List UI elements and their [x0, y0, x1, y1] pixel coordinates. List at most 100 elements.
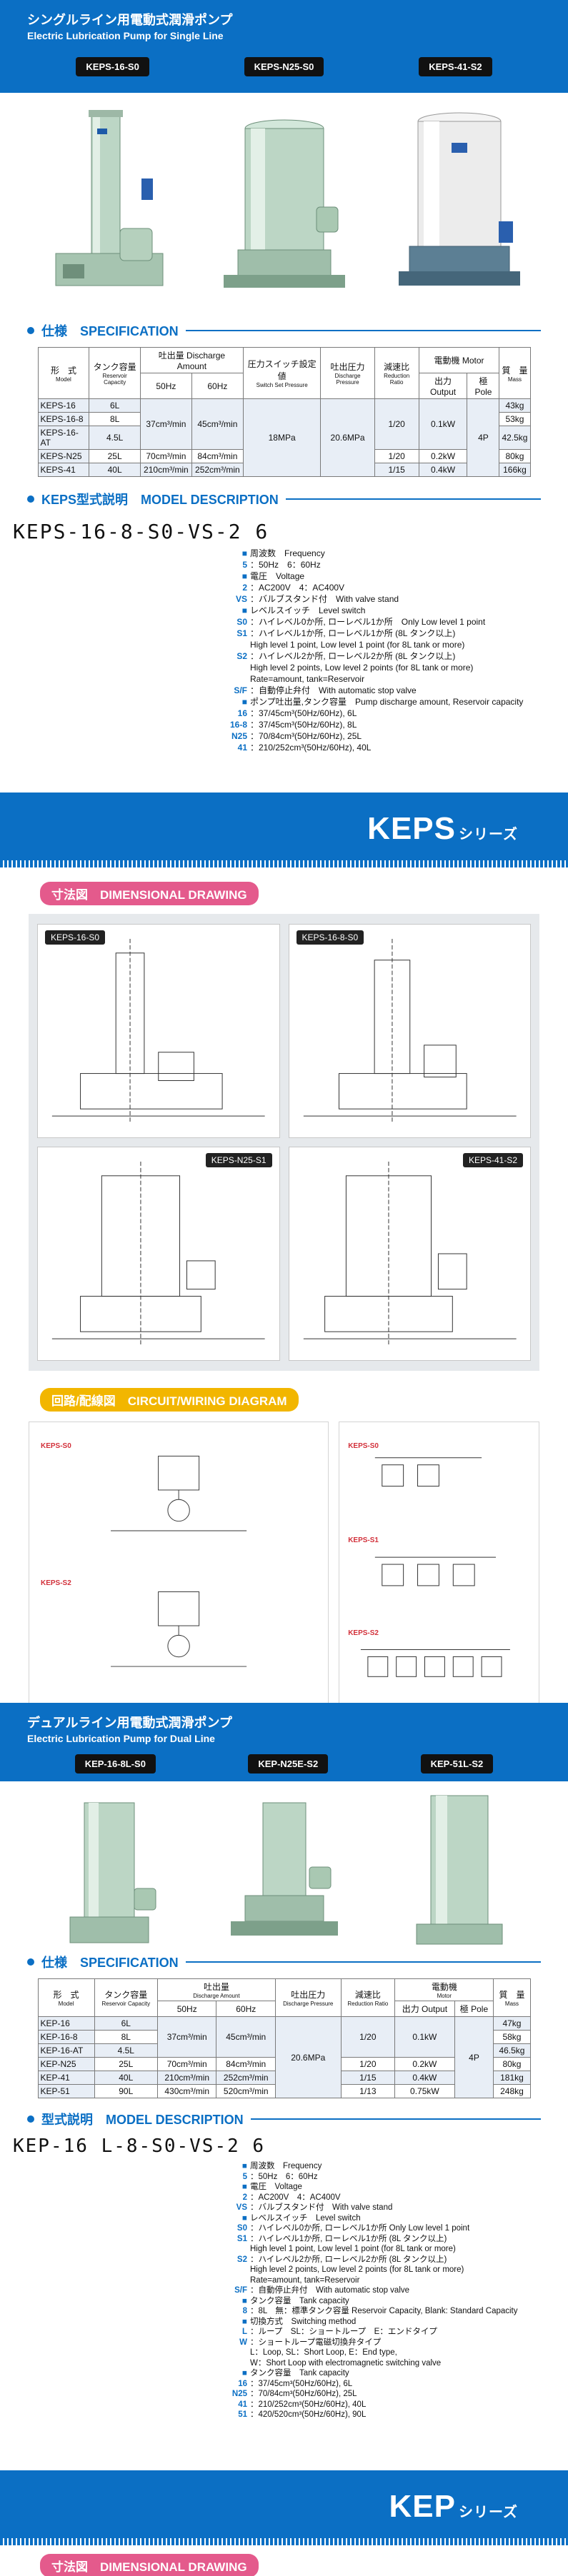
desc-text: ：8L 無：標準タンク容量 Reservoir Capacity, Blank:… — [250, 2307, 518, 2315]
desc-text: 電圧 Voltage — [250, 571, 305, 581]
table-row: KEPS-41 40L 210cm³/min 252cm³/min 1/15 0… — [37, 463, 531, 477]
desc-line: ■電圧 Voltage — [229, 570, 568, 582]
desc-text: ：ループ SL：ショートループ E：エンドタイプ — [250, 2328, 437, 2336]
single-model-tabs: KEPS-16-S0 KEPS-N25-S0 KEPS-41-S2 — [0, 57, 568, 76]
model-desc-section-title: 型式説明 MODEL DESCRIPTION — [27, 2110, 541, 2128]
pump-photo — [69, 1802, 156, 1943]
desc-text: 切換方式 Switching method — [250, 2317, 357, 2326]
desc-line: S/F：自動停止弁付 With automatic stop valve — [229, 2285, 568, 2296]
desc-key: ■ — [241, 548, 247, 558]
desc-key: VS — [236, 2203, 247, 2212]
desc-text: High level 1 point, Low level 1 point (f… — [250, 2245, 456, 2253]
circuit-box: KEPS-S0 KEPS-S2 — [29, 1422, 329, 1721]
desc-key: S/F — [234, 2286, 247, 2295]
desc-text: ：ハイレベル1か所, ローレベル1か所 (8L タンク以上) — [250, 628, 456, 638]
single-title-jp: シングルライン用電動式潤滑ポンプ — [27, 13, 233, 27]
desc-line: S0：ハイレベル0か所, ローレベル1か所 Only Low level 1 p… — [229, 2223, 568, 2234]
desc-key: S0 — [236, 617, 247, 627]
desc-text: 周波数 Frequency — [250, 548, 325, 558]
desc-text: Rate=amount, tank=Reservoir — [250, 674, 365, 684]
desc-text: ：ハイレベル0か所, ローレベル1か所 Only Low level 1 poi… — [250, 2224, 470, 2233]
circuit-label: KEPS-S0 — [348, 1442, 379, 1450]
table-row: KEPS-16 6L 37cm³/min 45cm³/min 18MPa 20.… — [37, 398, 531, 477]
desc-key: S2 — [236, 2255, 247, 2264]
th-motor: 電動機 Motor — [418, 347, 500, 373]
desc-text: ：自動停止弁付 With automatic stop valve — [250, 2286, 410, 2295]
title-bullet — [27, 495, 34, 503]
model-desc-section-title: KEPS型式説明 MODEL DESCRIPTION — [27, 490, 541, 508]
desc-text: ：AC200V 4：AC400V — [250, 2193, 341, 2202]
desc-text: レベルスイッチ Level switch — [250, 605, 366, 615]
desc-line: 5：50Hz 6：60Hz — [229, 2172, 568, 2183]
desc-key: 5 — [242, 2172, 247, 2181]
table-row: KEP-16 6L 37cm³/min 45cm³/min 20.6MPa 1/… — [37, 2016, 531, 2098]
technical-drawing — [303, 938, 517, 1124]
desc-text: ：50Hz 6：60Hz — [250, 560, 321, 570]
stripe-divider — [0, 2538, 568, 2545]
dim-title: 寸法図 DIMENSIONAL DRAWING — [40, 882, 259, 905]
circuit-title: 回路/配線図 CIRCUIT/WIRING DIAGRAM — [40, 1388, 299, 1412]
desc-key: S2 — [236, 651, 247, 661]
th-discharge: 吐出量 Discharge Amount — [139, 347, 244, 373]
desc-line: 16：37/45cm³(50Hz/60Hz), 6L — [229, 2379, 568, 2390]
desc-line: 41：210/252cm³(50Hz/60Hz), 40L — [229, 742, 568, 753]
desc-line: 16：37/45cm³(50Hz/60Hz), 6L — [229, 708, 568, 719]
dual-pump-photos — [0, 1781, 568, 1953]
circuit-label: KEPS-S2 — [348, 1629, 379, 1637]
dual-title-jp: デュアルライン用電動式潤滑ポンプ — [27, 1716, 232, 1730]
table-row: KEP-51 90L 430cm³/min 520cm³/min 1/13 0.… — [37, 2084, 531, 2098]
desc-line: VS：バルブスタンド付 With valve stand — [229, 2203, 568, 2213]
desc-line: 16-8：37/45cm³(50Hz/60Hz), 8L — [229, 719, 568, 730]
technical-drawing — [303, 1161, 517, 1347]
desc-line: ■周波数 Frequency — [229, 2161, 568, 2172]
drawing-card: KEPS-N25-S1 — [37, 1147, 280, 1361]
model-tab: KEPS-16-S0 — [76, 57, 149, 76]
th-60hz: 60Hz — [216, 2001, 276, 2017]
desc-line: N25：70/84cm³(50Hz/60Hz), 25L — [229, 730, 568, 742]
desc-text: タンク容量 Tank capacity — [250, 2296, 349, 2305]
single-pump-photos — [0, 93, 568, 307]
desc-line: 2：AC200V 4：AC400V — [229, 582, 568, 593]
desc-text: ：50Hz 6：60Hz — [250, 2172, 318, 2181]
title-rule — [250, 2118, 541, 2120]
desc-line: S/F：自動停止弁付 With automatic stop valve — [229, 685, 568, 696]
desc-line: 8：8L 無：標準タンク容量 Reservoir Capacity, Blank… — [229, 2306, 568, 2317]
title-bullet — [27, 2115, 34, 2123]
desc-line: ■タンク容量 Tank capacity — [229, 2368, 568, 2379]
th-60hz: 60Hz — [191, 373, 244, 399]
stripe-divider — [0, 860, 568, 867]
desc-text: ：バルブスタンド付 With valve stand — [250, 594, 399, 604]
drawing-label: KEPS-41-S2 — [462, 1153, 523, 1167]
desc-key: 16-8 — [229, 720, 247, 730]
desc-key: S/F — [234, 685, 247, 695]
desc-line: High level 2 points, Low level 2 points … — [229, 662, 568, 673]
desc-text: High level 2 points, Low level 2 points … — [250, 663, 474, 673]
pump-photo — [223, 119, 345, 288]
dual-model-tabs: KEP-16-8L-S0 KEP-N25E-S2 KEP-51L-S2 — [0, 1754, 568, 1773]
th-50hz: 50Hz — [156, 2001, 217, 2017]
spec-title-text: 仕様 SPECIFICATION — [41, 324, 179, 338]
desc-line: N25：70/84cm³(50Hz/60Hz), 25L — [229, 2389, 568, 2400]
desc-key: S0 — [236, 2224, 247, 2233]
desc-line: S2：ハイレベル2か所, ローレベル2か所 (8L タンク以上) — [229, 650, 568, 662]
table-row: KEP-16-8 8L 58kg — [37, 2030, 531, 2044]
desc-text: L：Loop, SL：Short Loop, E：End type, — [250, 2348, 397, 2357]
desc-key: ■ — [242, 2296, 247, 2305]
desc-key: S1 — [236, 2234, 247, 2243]
title-rule — [185, 330, 541, 331]
desc-line: ■切換方式 Switching method — [229, 2317, 568, 2328]
drawing-label: KEPS-16-8-S0 — [296, 930, 364, 945]
pump-photo — [55, 110, 163, 286]
desc-line: ■レベルスイッチ Level switch — [229, 2213, 568, 2224]
drawing-label: KEPS-16-S0 — [45, 930, 106, 945]
